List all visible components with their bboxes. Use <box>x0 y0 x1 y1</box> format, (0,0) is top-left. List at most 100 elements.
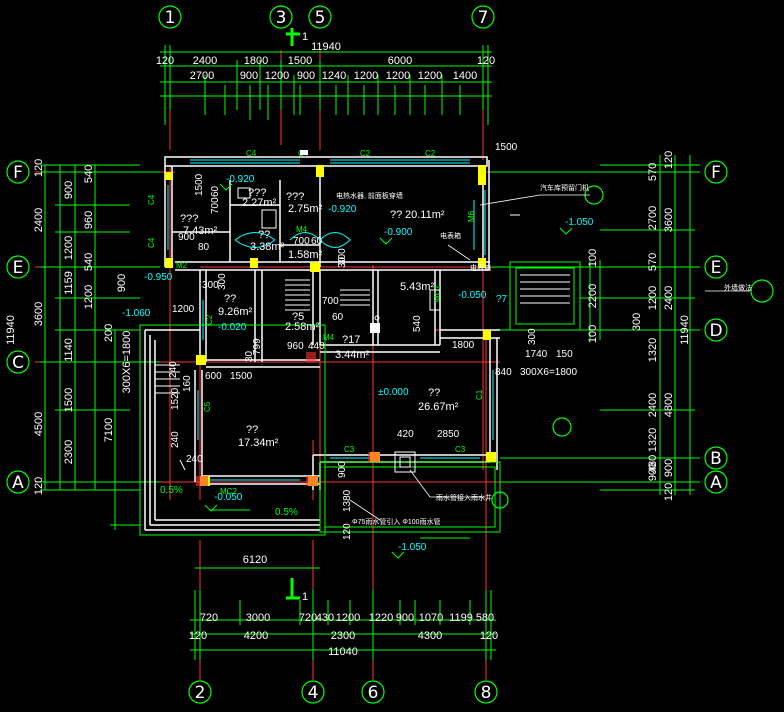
room-bed-area: 9.26m² <box>218 306 253 318</box>
axis-label-right-D: D <box>709 321 722 341</box>
axis-bubble-left-C <box>6 350 30 374</box>
dim-bottom-r2-1: 3000 <box>246 612 270 624</box>
axis-label-bottom-8: 8 <box>481 683 492 703</box>
level-wc1: -0.920 <box>226 174 255 185</box>
dim-left-c2-0: 900 <box>63 181 75 199</box>
note-heater: 电热水器, 前面板穿墙 <box>336 191 403 200</box>
dim-bottom-r2-2: 720 <box>299 612 317 624</box>
dim-420: 420 <box>397 429 414 440</box>
dim-bottom-extra: 6120 <box>243 554 267 566</box>
level-living: -0.900 <box>384 227 413 238</box>
dim-120: 120 <box>342 523 353 540</box>
dim-300d: 300 <box>527 328 538 345</box>
note-meter2: 电表箱 <box>470 263 491 272</box>
axis-label-top-5: 5 <box>315 8 326 28</box>
dim-700c: 700 <box>210 197 221 214</box>
dim-right-c2-0: 570 <box>647 163 659 181</box>
dim-30b: 30 <box>337 256 348 268</box>
terrace-outline <box>139 261 581 536</box>
dim-right-c2-1: 2700 <box>647 206 659 230</box>
dim-top-r2-1: 900 <box>240 70 258 82</box>
dim-top-r1-1: 2400 <box>193 55 217 67</box>
dim-900c: 900 <box>178 232 195 243</box>
axis-bubble-left-E <box>6 255 30 279</box>
room-wc1-name: ??? <box>248 187 266 199</box>
room-marker-icon <box>300 150 308 155</box>
dim-150: 150 <box>556 349 573 360</box>
tag-m4-b: M4 <box>323 333 335 342</box>
room-bed-name: ?? <box>224 293 236 305</box>
level-kitchen: -0.050 <box>214 492 243 503</box>
dim-1500-top: 1500 <box>495 142 518 153</box>
dim-top-r1-4: 6000 <box>388 55 412 67</box>
dim-left-c3-0: 540 <box>83 165 95 183</box>
dim-2850: 2850 <box>437 429 460 440</box>
level-dining: ±0.000 <box>378 387 409 398</box>
dim-top-r1-0: 120 <box>156 55 174 67</box>
tag-mc2: MC2 <box>220 487 237 496</box>
room-kitchen-area: 17.34m² <box>238 437 279 449</box>
axis-lines <box>35 50 700 680</box>
level-wc2: -0.920 <box>328 204 357 215</box>
dim-bottom-r2-3: 430 <box>316 612 334 624</box>
dim-240: 240 <box>168 361 179 378</box>
axis-label-left-E: E <box>13 258 24 278</box>
axis-label-right-A: A <box>710 473 722 493</box>
dim-60: 60 <box>311 236 323 247</box>
tag-c4-left2: C4 <box>147 237 156 248</box>
level-terrace-left: -1.060 <box>122 308 151 319</box>
axis-label-right-B: B <box>710 449 722 469</box>
dim-bottom-r2-5: 1220 <box>369 612 393 624</box>
dim-top-r2-7: 1200 <box>418 70 442 82</box>
room-pantry-area: 5.43m² <box>400 281 435 293</box>
dim-700b: 700 <box>322 296 339 307</box>
room-kitchen-name: ?? <box>246 424 258 436</box>
section-mark-top: 1 <box>302 31 308 43</box>
axis-bubble-right-F <box>704 160 728 184</box>
room-dining-area: 26.67m² <box>418 401 459 413</box>
dim-top-r2-4: 1240 <box>322 70 346 82</box>
dim-right-c3-0: 100 <box>587 249 599 267</box>
dim-bottom-r2-8: 1199 <box>449 612 473 624</box>
dim-1500c: 1500 <box>194 173 205 196</box>
dim-top-overall: 11940 <box>311 41 341 53</box>
axis-bubble-top-1 <box>158 5 182 29</box>
axis-bubble-right-A <box>704 470 728 494</box>
dim-right-c1-5: 120 <box>663 483 675 501</box>
dim-right-c3-2: 100 <box>587 325 599 343</box>
dim-left-c3-3: 1200 <box>83 285 95 309</box>
tag-m6: M6 <box>467 210 476 222</box>
level-bed: -0.020 <box>218 322 247 333</box>
dim-left-c3-1: 960 <box>83 211 95 229</box>
dim-right-c3-1: 2200 <box>587 284 599 308</box>
note-garage: 汽车库预留门机 <box>540 183 589 192</box>
dim-300: 300 <box>202 280 219 291</box>
dim-700: 700 <box>293 236 310 247</box>
section-markers <box>286 28 300 600</box>
tag-c3-b: C3 <box>455 445 466 454</box>
note-drain: Φ75雨水管引入 Φ100雨水管 <box>352 517 441 526</box>
axis-bubble-bottom-4 <box>301 680 325 704</box>
section-mark-bottom: 1 <box>302 591 308 603</box>
tag-m4-a: M4 <box>296 225 308 234</box>
dim-right-c1-4: 900 <box>663 459 675 477</box>
dim-60b: 60 <box>332 312 344 323</box>
dim-top-r2-5: 1200 <box>354 70 378 82</box>
level-entry: -0.050 <box>458 290 487 301</box>
dim-right-c2-3: 1200 <box>647 286 659 310</box>
column-white <box>370 323 380 333</box>
tag-c2-side: C2 <box>205 314 214 325</box>
slope-bottom: 0.5% <box>275 507 298 518</box>
dim-top-r2-6: 1200 <box>386 70 410 82</box>
dim-160: 160 <box>182 375 193 392</box>
room-storage-name: ??? <box>180 213 198 225</box>
tag-m2: M2 <box>176 261 188 270</box>
dim-left-300x6: 300X6=1800 <box>121 331 133 394</box>
dim-right-c1-0: 120 <box>663 151 675 169</box>
dim-top-r2-3: 900 <box>297 70 315 82</box>
dim-440: 440 <box>308 341 325 352</box>
axis-label-right-E: E <box>711 258 722 278</box>
room-wc2-area: 2.75m² <box>288 203 323 215</box>
room-wc2-name: ??? <box>286 191 304 203</box>
axis-label-bottom-4: 4 <box>308 683 319 703</box>
